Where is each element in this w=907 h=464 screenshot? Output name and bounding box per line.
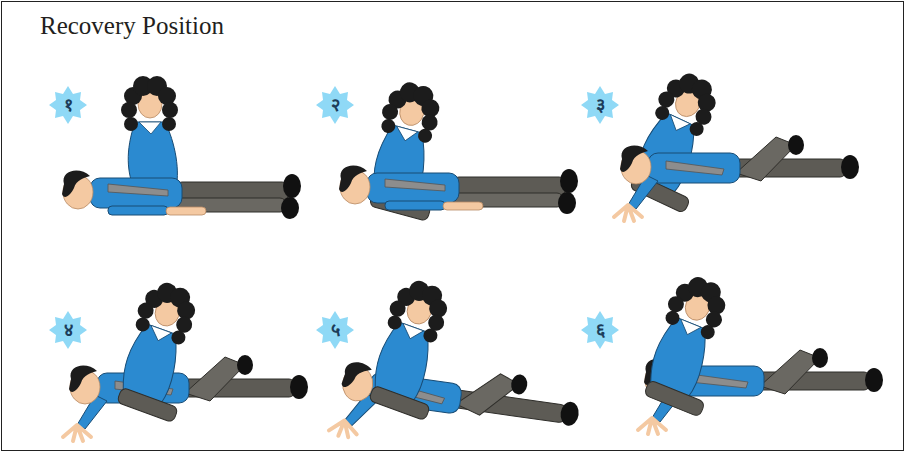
callout-number: ५ [318,313,352,347]
callout-number: ४ [51,313,85,347]
callout-number: ३ [583,88,617,122]
callout-number: २ [318,88,352,122]
callout-number: ६ [583,313,617,347]
diagram-title: Recovery Position [40,12,224,40]
callout-number: १ [51,88,85,122]
